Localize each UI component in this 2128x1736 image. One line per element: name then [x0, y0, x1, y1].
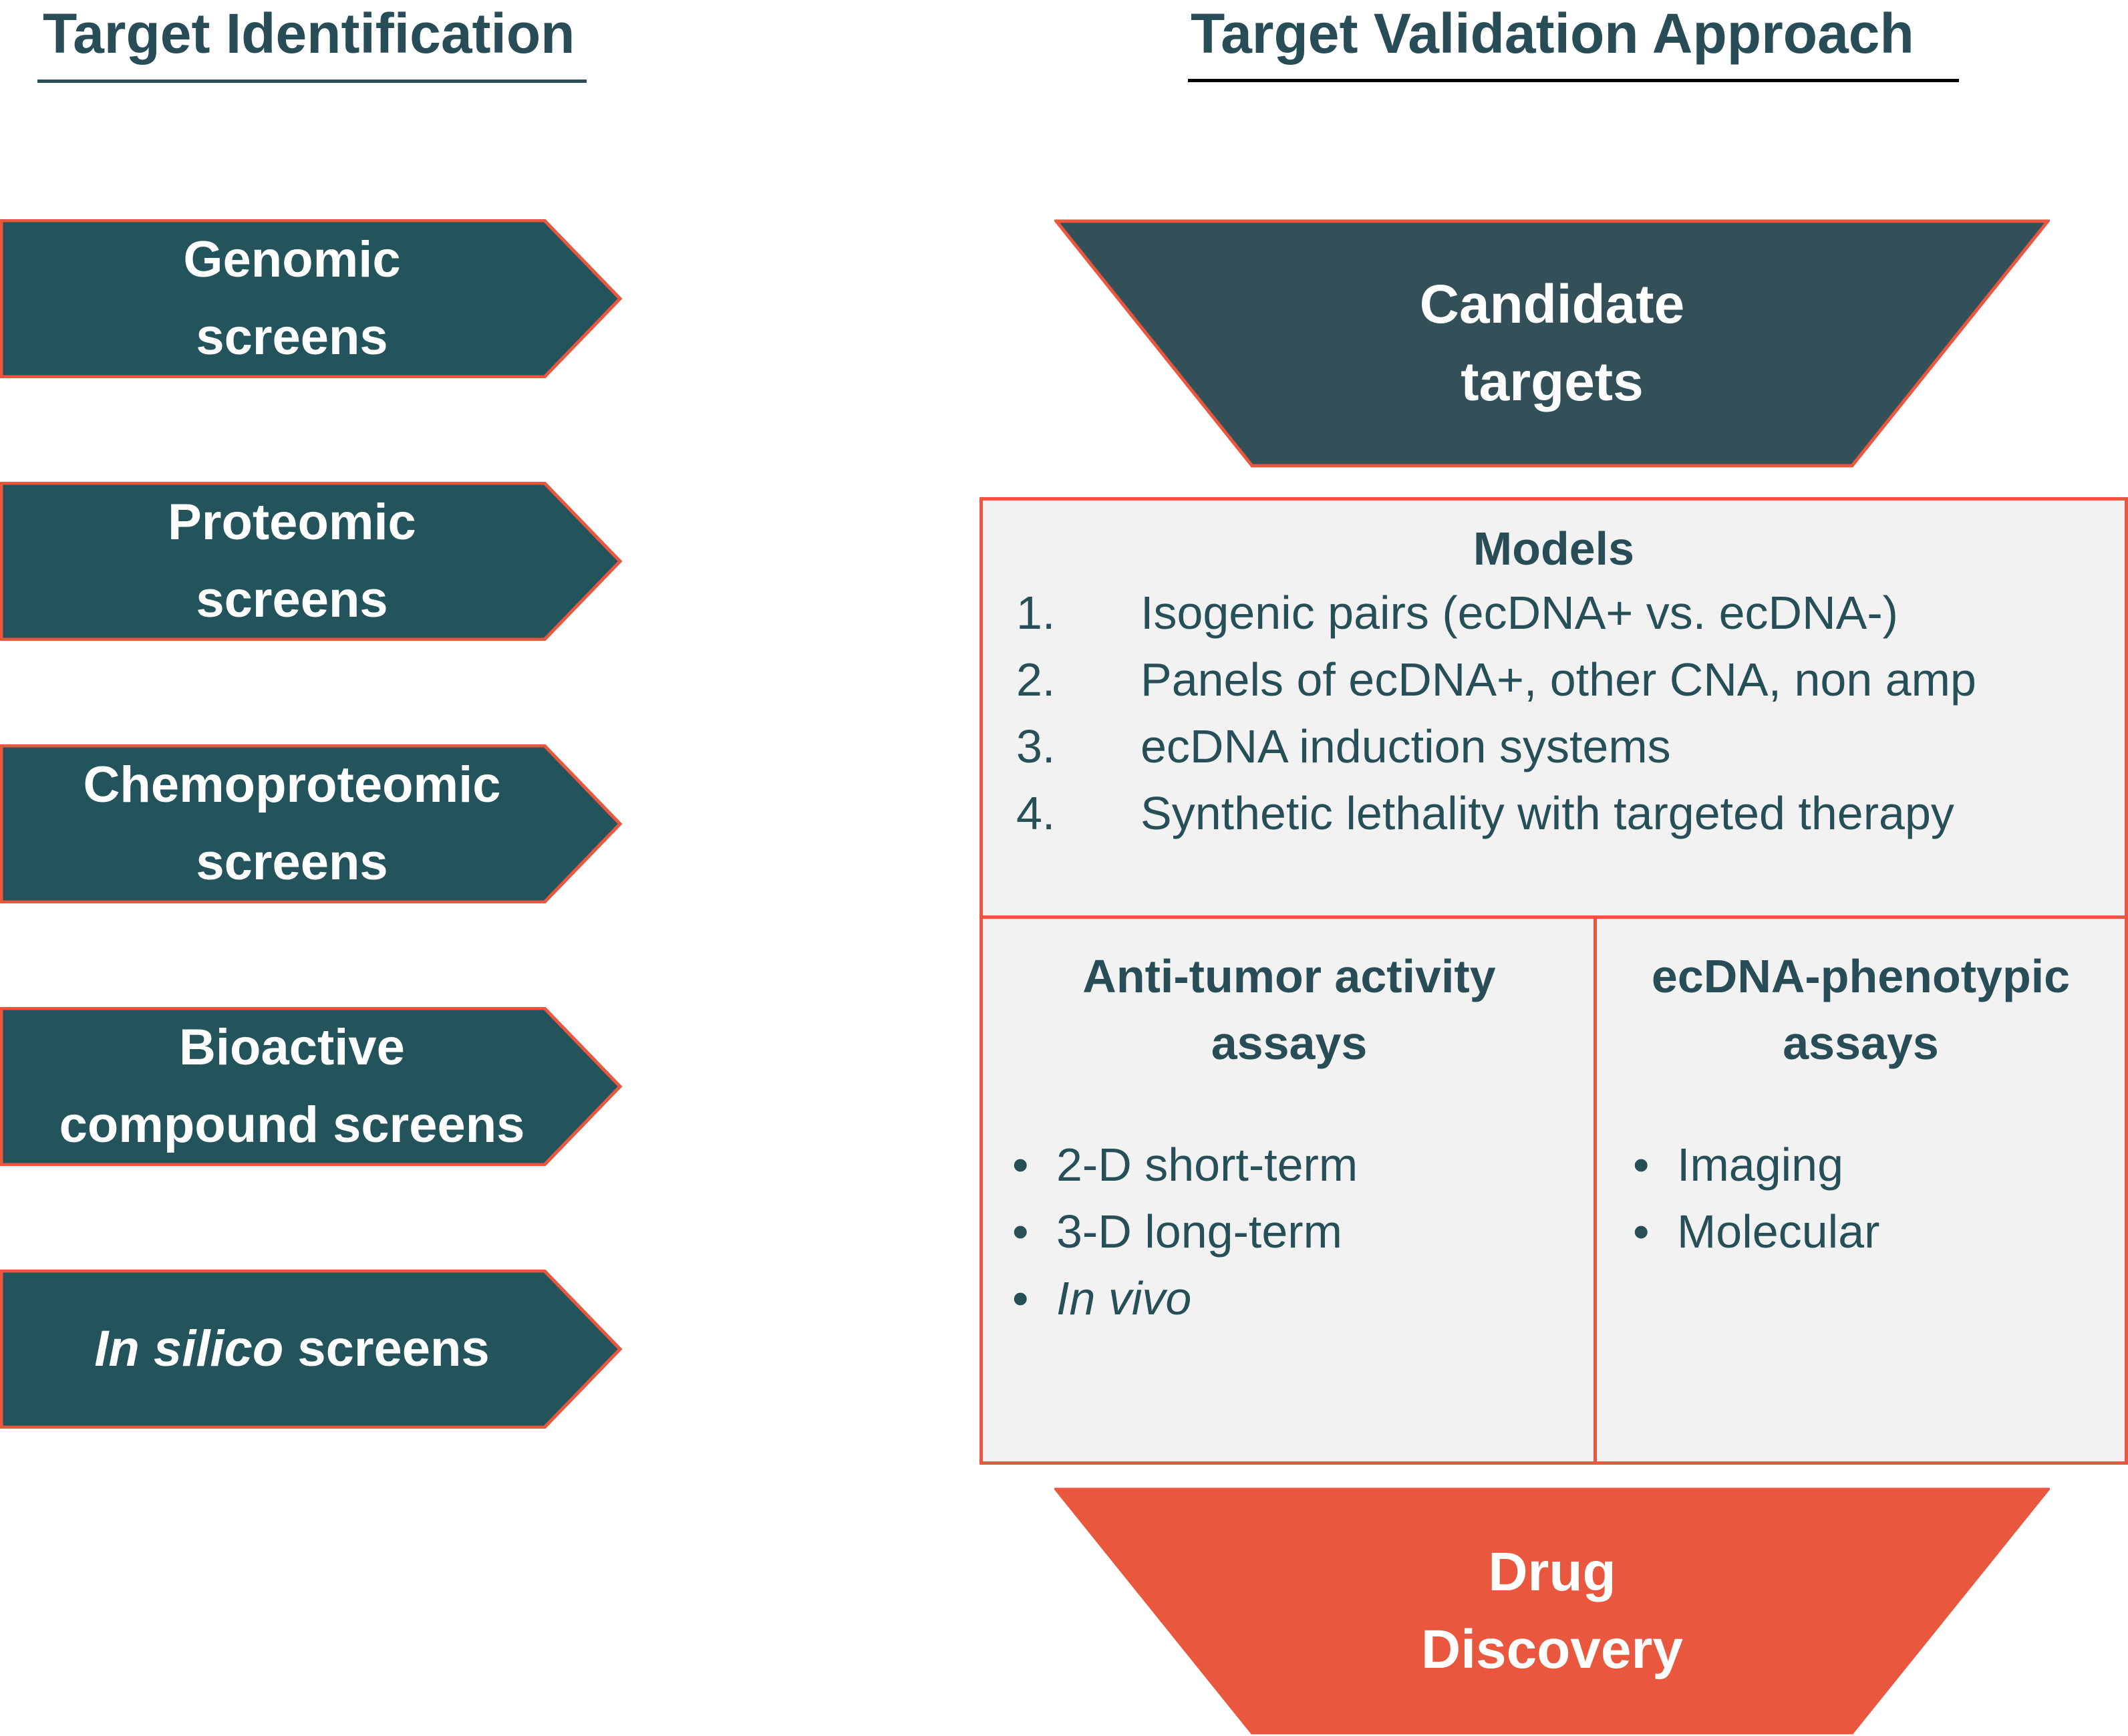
list-item: • Imaging — [1633, 1131, 1879, 1198]
left-header-underline — [37, 80, 587, 83]
arrow-label-line1: Chemoproteomic — [83, 756, 501, 813]
funnel-label-line1: Candidate — [1419, 274, 1685, 335]
arrow-label-italic: In silico — [94, 1320, 284, 1377]
list-number: 3. — [1016, 720, 1056, 772]
title-line2: assays — [1783, 1017, 1939, 1069]
bullet-icon: • — [1633, 1139, 1650, 1191]
title-line1: Anti-tumor activity — [1082, 950, 1496, 1002]
arrow-label-rest: screens — [283, 1320, 490, 1377]
list-text: 2-D short-term — [1056, 1139, 1358, 1191]
list-item: • 3-D long-term — [1012, 1198, 1358, 1265]
list-number: 4. — [1016, 787, 1056, 839]
arrow-label-line1: Proteomic — [168, 494, 416, 551]
proteomic-screens-arrow: Proteomic screens — [0, 482, 623, 641]
list-text: Molecular — [1677, 1205, 1880, 1258]
list-text: Synthetic lethality with targeted therap… — [1141, 787, 1954, 839]
arrow-label-line2: screens — [196, 834, 388, 891]
list-item: • In vivo — [1012, 1265, 1358, 1332]
models-title: Models — [1473, 523, 1635, 575]
funnel-label-line2: Discovery — [1420, 1619, 1684, 1680]
drug-discovery-funnel: Drug Discovery — [1054, 1487, 2050, 1735]
bullet-icon: • — [1633, 1205, 1650, 1258]
list-text: Panels of ecDNA+, other CNA, non amp — [1141, 654, 1976, 706]
ecdna-phenotypic-assays-box: ecDNA-phenotypic assays • Imaging • Molecu… — [1593, 915, 2128, 1465]
list-number: 1. — [1016, 587, 1056, 639]
list-item: • 2-D short-term — [1012, 1131, 1358, 1198]
list-text: Isogenic pairs (ecDNA+ vs. ecDNA-) — [1141, 587, 1898, 639]
funnel-shape — [1054, 219, 2050, 468]
arrow-label-line2: screens — [196, 309, 388, 366]
list-text: ecDNA induction systems — [1141, 720, 1671, 772]
phenotypic-list: • Imaging • Molecular — [1633, 1131, 1879, 1265]
arrow-label-line2: compound screens — [59, 1097, 525, 1153]
right-header-underline — [1188, 79, 1959, 82]
target-identification-header: Target Identification — [43, 2, 575, 65]
list-item: 2. Panels of ecDNA+, other CNA, non amp — [1016, 646, 1976, 713]
list-text: Imaging — [1677, 1139, 1844, 1191]
funnel-shape — [1054, 1487, 2050, 1735]
arrow-shape — [0, 219, 623, 378]
list-item: • Molecular — [1633, 1198, 1879, 1265]
list-item: 3. ecDNA induction systems — [1016, 713, 1976, 780]
list-item: 4. Synthetic lethality with targeted ther… — [1016, 780, 1976, 847]
list-text: 3-D long-term — [1056, 1205, 1342, 1258]
models-box: Models 1. Isogenic pairs (ecDNA+ vs. ecDN… — [979, 497, 2128, 919]
arrow-shape — [0, 744, 623, 903]
title-line2: assays — [1211, 1017, 1368, 1069]
genomic-screens-arrow: Genomic screens — [0, 219, 623, 378]
funnel-label-line1: Drug — [1488, 1542, 1616, 1602]
arrow-label-line1: Genomic — [183, 231, 401, 288]
arrow-shape — [0, 1270, 623, 1429]
models-list: 1. Isogenic pairs (ecDNA+ vs. ecDNA-) 2. P… — [1016, 579, 1976, 847]
anti-tumor-assays-box: Anti-tumor activity assays • 2-D short-te… — [979, 915, 1599, 1465]
bioactive-compound-screens-arrow: Bioactive compound screens — [0, 1007, 623, 1166]
arrow-label-line1: Bioactive — [179, 1019, 405, 1076]
arrow-shape — [0, 482, 623, 641]
list-text: In vivo — [1056, 1272, 1192, 1324]
list-item: 1. Isogenic pairs (ecDNA+ vs. ecDNA-) — [1016, 579, 1976, 646]
arrow-label: In silico screens — [94, 1310, 489, 1388]
chemoproteomic-screens-arrow: Chemoproteomic screens — [0, 744, 623, 903]
arrow-label-line2: screens — [196, 571, 388, 628]
bullet-icon: • — [1012, 1272, 1029, 1324]
anti-tumor-list: • 2-D short-term • 3-D long-term • In vivo — [1012, 1131, 1358, 1332]
target-validation-header: Target Validation Approach — [1191, 2, 1914, 65]
bullet-icon: • — [1012, 1139, 1029, 1191]
bullet-icon: • — [1012, 1205, 1029, 1258]
arrow-shape — [0, 1007, 623, 1166]
title-line1: ecDNA-phenotypic — [1651, 950, 2071, 1002]
in-silico-screens-arrow: In silico screens — [0, 1270, 623, 1429]
candidate-targets-funnel: Candidate targets — [1054, 219, 2050, 468]
anti-tumor-title: Anti-tumor activity assays — [983, 943, 1595, 1076]
funnel-label-line2: targets — [1461, 351, 1644, 412]
list-number: 2. — [1016, 654, 1056, 706]
phenotypic-title: ecDNA-phenotypic assays — [1597, 943, 2125, 1076]
